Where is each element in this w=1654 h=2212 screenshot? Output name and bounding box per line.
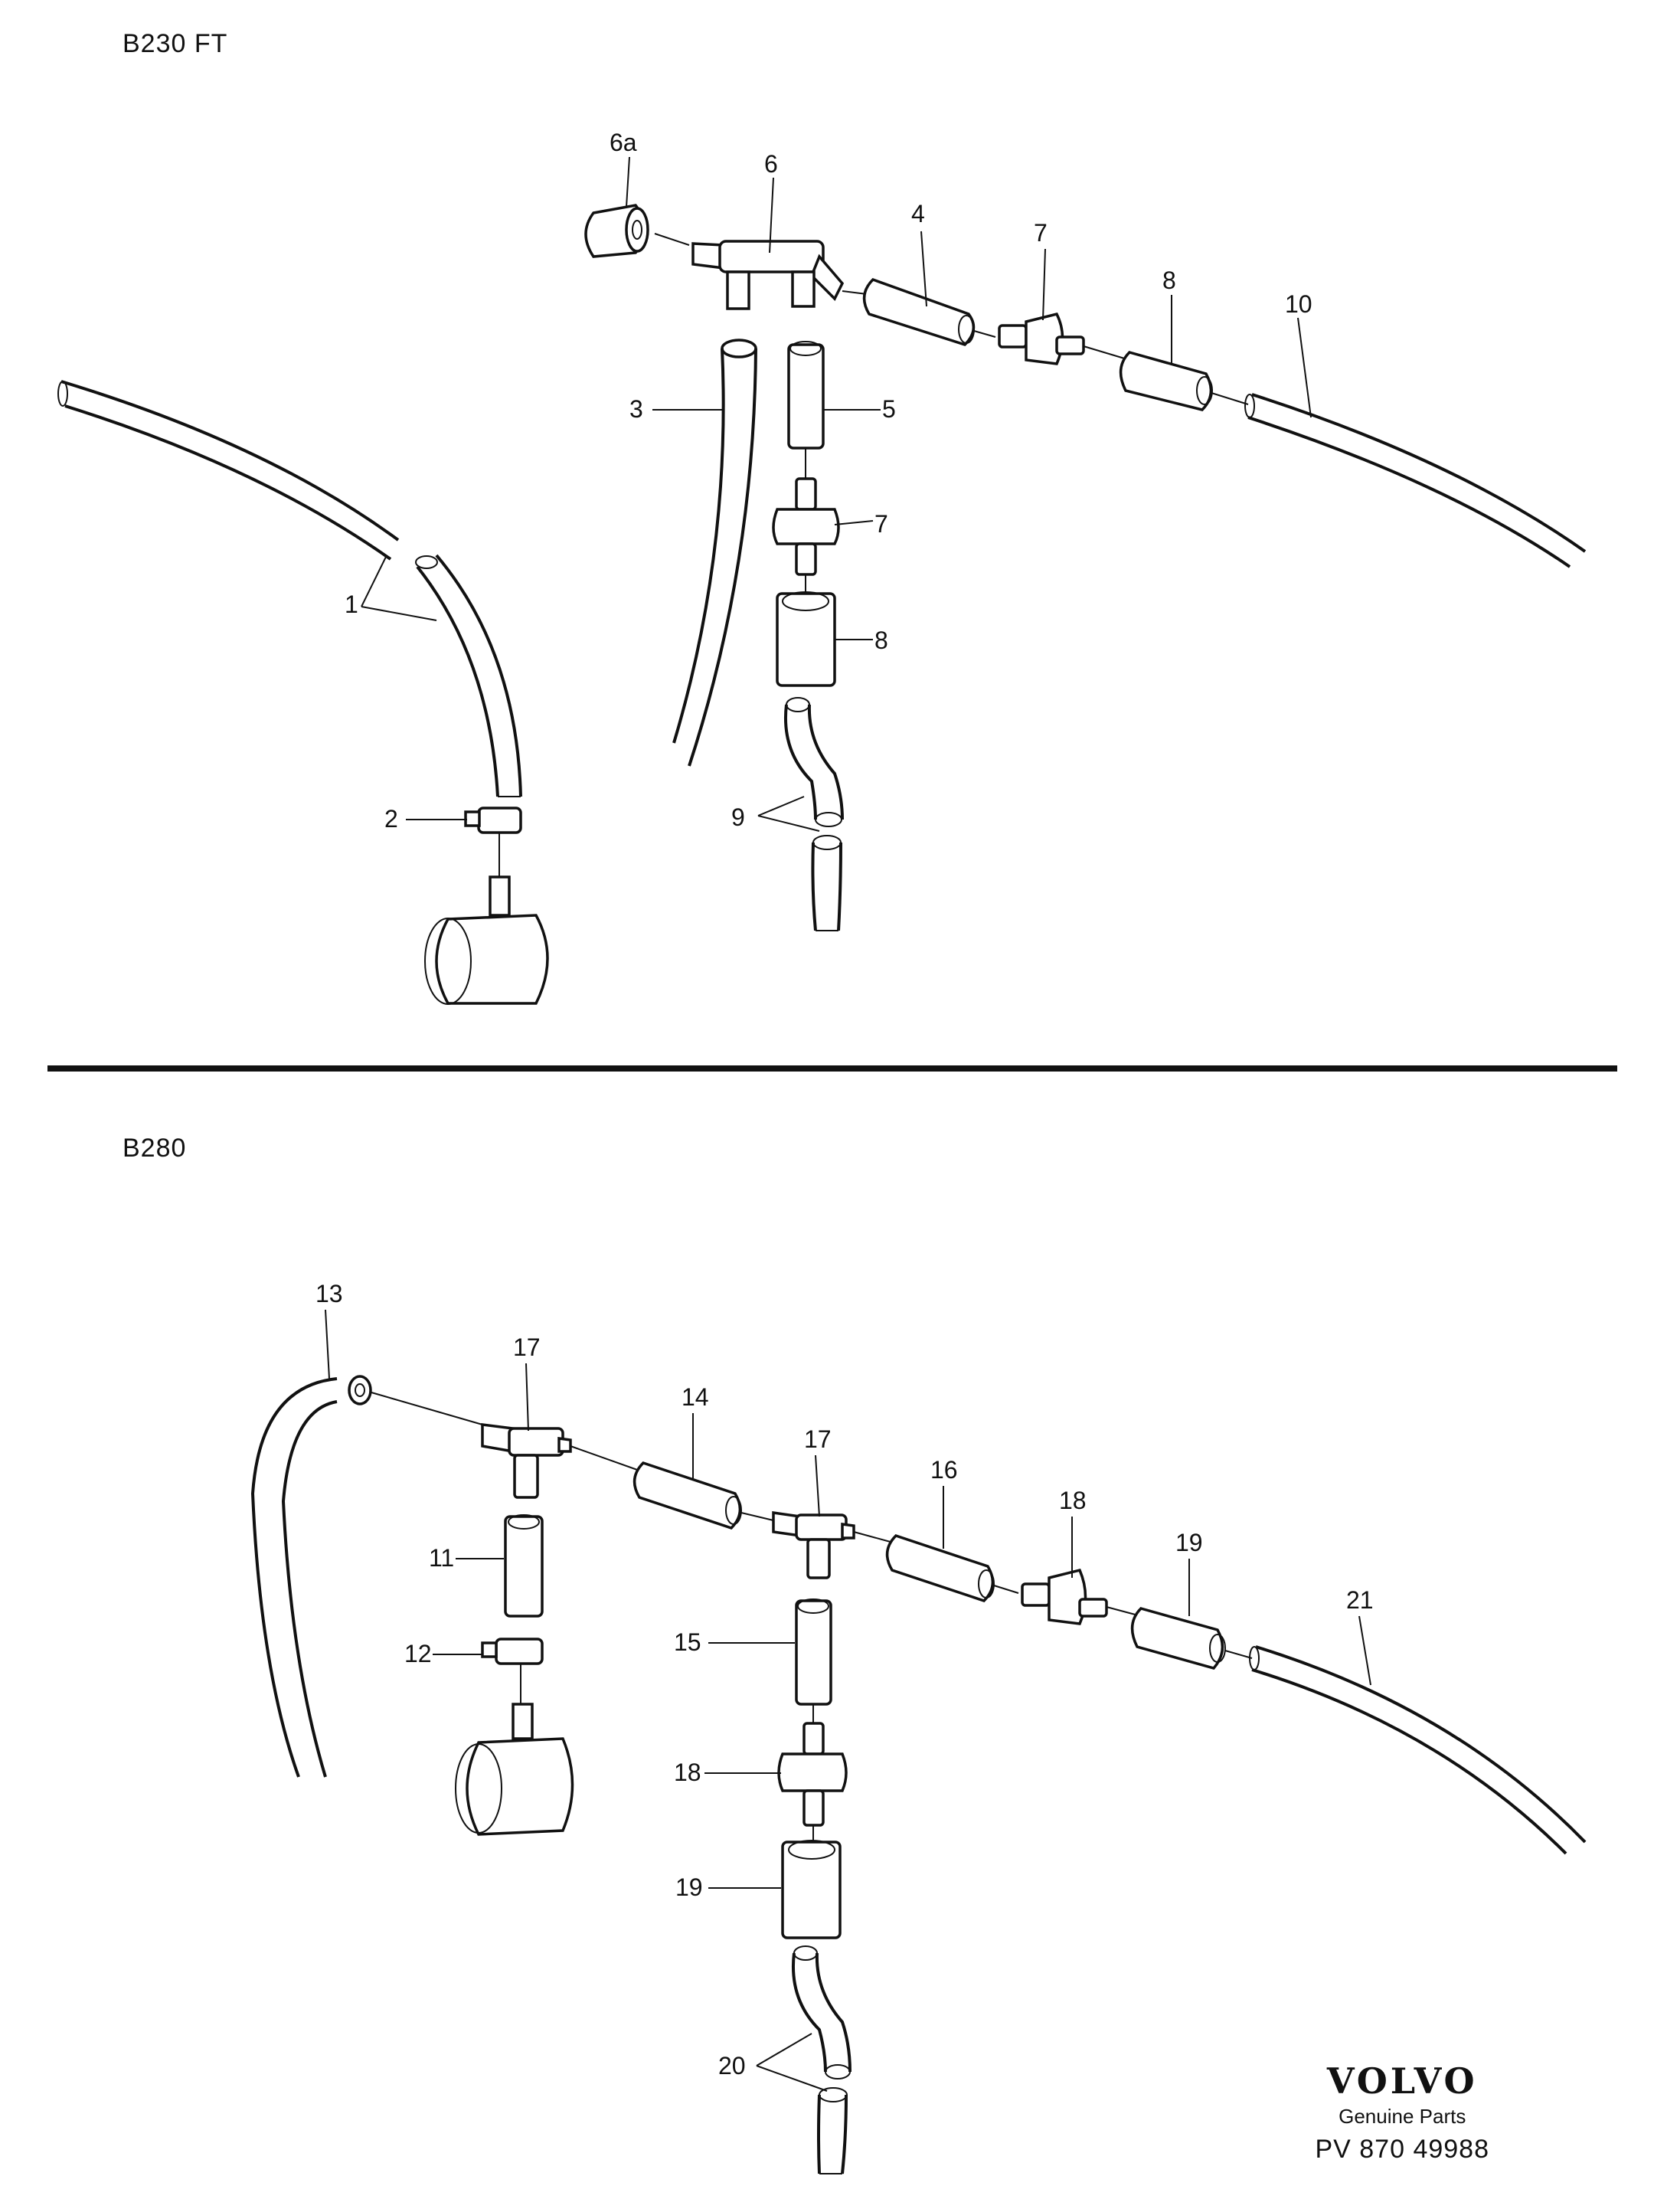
check-valve-18-vertical [777,1722,848,1827]
hose-11 [504,1514,544,1618]
hose-14 [633,1461,742,1530]
hose-4 [862,277,976,346]
callout-19-horizontal: 19 [1175,1529,1203,1556]
callout-21: 21 [1346,1586,1374,1614]
tee-6 [691,240,845,310]
callout-17-left: 17 [513,1333,541,1361]
hose-8-vertical [776,591,836,687]
callout-12: 12 [404,1640,432,1667]
brand-subtitle: Genuine Parts [1339,2105,1466,2128]
check-valve-7-upper [998,312,1085,365]
brand-block: VOLVO Genuine Parts PV 870 49988 [1315,2060,1489,2165]
hose-19-vertical [781,1840,842,1939]
hose-10 [1244,393,1587,568]
hose-21 [1249,1645,1587,1855]
callout-14: 14 [682,1383,709,1411]
leader-lines [325,156,1371,2092]
tee-17-left [481,1423,572,1499]
callout-19-vertical: 19 [675,1873,703,1901]
hose-8-upper [1119,351,1213,411]
callout-1: 1 [345,591,358,618]
callout-13: 13 [315,1280,343,1307]
b230ft-assembly [57,204,1587,1005]
clamp-2 [464,807,522,881]
callout-labels: 1 2 3 4 5 6 6a 7 7 8 8 9 10 11 12 13 14 … [315,129,1374,2079]
callout-7-upper: 7 [1034,219,1048,247]
hose-9 [784,697,844,931]
callout-8-vertical: 8 [874,627,888,654]
hose-5 [787,341,825,450]
callout-10: 10 [1285,290,1312,318]
hose-1 [57,380,522,797]
hose-19-horizontal [1130,1607,1226,1670]
canister-b280 [455,1703,574,1836]
tee-17-middle [772,1510,855,1579]
hose-15 [795,1598,832,1706]
callout-6: 6 [764,150,778,178]
check-valve-18-horizontal [1021,1568,1108,1625]
callout-5: 5 [882,395,896,423]
volvo-logo: VOLVO [1326,2060,1478,2102]
callout-16: 16 [930,1456,958,1484]
callout-6a: 6a [610,129,637,156]
callout-18-vertical: 18 [674,1759,701,1786]
check-valve-7-vertical [772,477,840,576]
hose-20 [792,1945,852,2174]
callout-11: 11 [429,1544,454,1572]
callout-8-upper: 8 [1162,267,1176,294]
callout-18-horizontal: 18 [1059,1487,1087,1514]
callout-20: 20 [718,2052,746,2079]
callout-2: 2 [384,805,398,833]
hose-16 [885,1533,995,1603]
b280-assembly [250,1375,1587,2174]
callout-15: 15 [674,1628,701,1656]
section-title-b280: B280 [123,1134,187,1163]
cap-6a [584,204,649,258]
part-reference: PV 870 49988 [1315,2135,1489,2164]
callout-17-middle: 17 [804,1425,832,1453]
callout-3: 3 [629,395,643,423]
canister [424,875,549,1005]
callout-7-vertical: 7 [874,510,888,538]
hose-3 [672,339,757,767]
hose-13 [250,1375,372,1778]
callout-9: 9 [731,803,745,831]
callout-4: 4 [911,200,925,227]
section-title-b230ft: B230 FT [123,29,228,58]
clamp-12 [481,1638,544,1704]
